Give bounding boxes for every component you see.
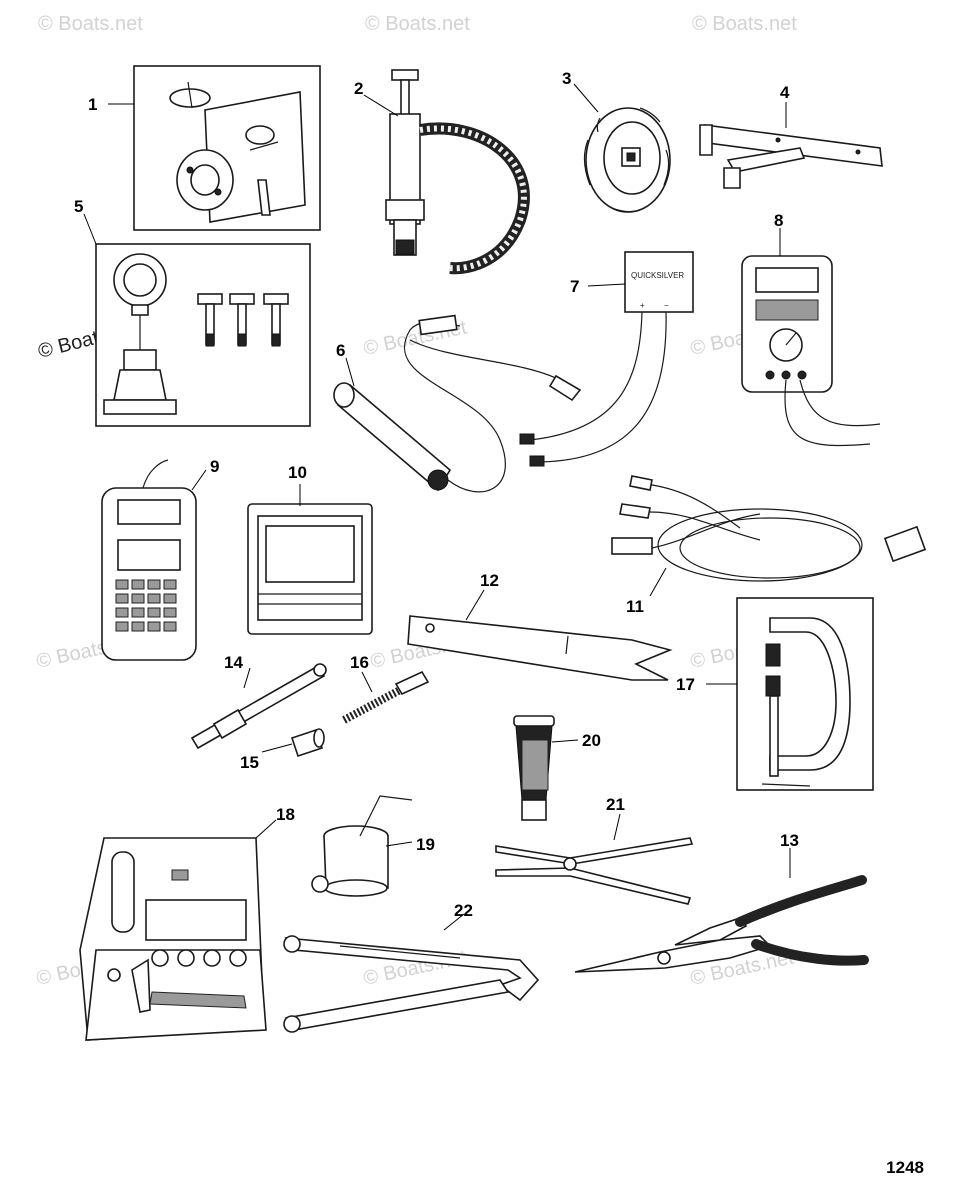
callout-19[interactable]: 19 [416, 835, 435, 854]
part-22-spanner-wrench [283, 935, 540, 1033]
callout-8[interactable]: 8 [774, 211, 783, 230]
part-6-test-probe [333, 314, 582, 493]
callout-11[interactable]: 11 [626, 597, 644, 616]
part-19-ring-compressor [311, 795, 413, 897]
part-16-spring-tool [342, 670, 430, 724]
keypad [115, 579, 177, 632]
minus-label: − [664, 301, 669, 310]
callout-17[interactable]: 17 [676, 675, 695, 694]
watermark-text: © Boats.net [365, 13, 470, 35]
callout-7[interactable]: 7 [570, 277, 579, 296]
part-1-tool-kit [133, 65, 321, 231]
part-2-pump [385, 69, 530, 275]
callout-1[interactable]: 1 [88, 95, 97, 114]
watermark-text: © Boats.net [692, 13, 797, 35]
part-11-cable-harness [611, 475, 927, 582]
callout-18[interactable]: 18 [276, 805, 295, 824]
callout-15[interactable]: 15 [240, 753, 259, 772]
callout-12[interactable]: 12 [480, 571, 499, 590]
part-10-cartridge-case [247, 503, 373, 635]
part-5-lifting-kit [95, 243, 311, 427]
part-20-grease-tube [513, 715, 555, 821]
callout-14[interactable]: 14 [224, 653, 243, 672]
leader-lines [83, 83, 791, 931]
callout-13[interactable]: 13 [780, 831, 799, 850]
part-14-driver-tool [190, 663, 327, 750]
callouts: 1 2 3 4 5 6 7 8 9 10 11 12 13 14 15 16 1… [74, 69, 799, 920]
part-4-puller-bar [699, 124, 883, 189]
callout-4[interactable]: 4 [780, 83, 790, 102]
callout-2[interactable]: 2 [354, 79, 363, 98]
callout-9[interactable]: 9 [210, 457, 219, 476]
page-number: 1248 [886, 1158, 924, 1177]
callout-20[interactable]: 20 [582, 731, 601, 750]
part-7-test-harness: QUICKSILVER + − [519, 251, 694, 467]
plus-label: + [640, 301, 645, 310]
part-18-kit-case [79, 837, 267, 1041]
part-12-flat-tool [407, 615, 673, 681]
part-3-filter-wrench [583, 107, 671, 213]
callout-10[interactable]: 10 [288, 463, 307, 482]
part-15-bushing [290, 728, 325, 758]
part-21-tongs [495, 837, 694, 905]
callout-5[interactable]: 5 [74, 197, 83, 216]
callout-3[interactable]: 3 [562, 69, 571, 88]
part-17-c-clamp [736, 597, 874, 791]
callout-22[interactable]: 22 [454, 901, 473, 920]
part-9-diagnostic-terminal [101, 459, 197, 661]
brand-label: QUICKSILVER [631, 271, 684, 280]
watermark-text: © Boats.net [38, 13, 143, 35]
callout-21[interactable]: 21 [606, 795, 625, 814]
part-13-pliers [574, 875, 869, 973]
part-8-multimeter [741, 255, 881, 447]
callout-6[interactable]: 6 [336, 341, 345, 360]
callout-16[interactable]: 16 [350, 653, 369, 672]
